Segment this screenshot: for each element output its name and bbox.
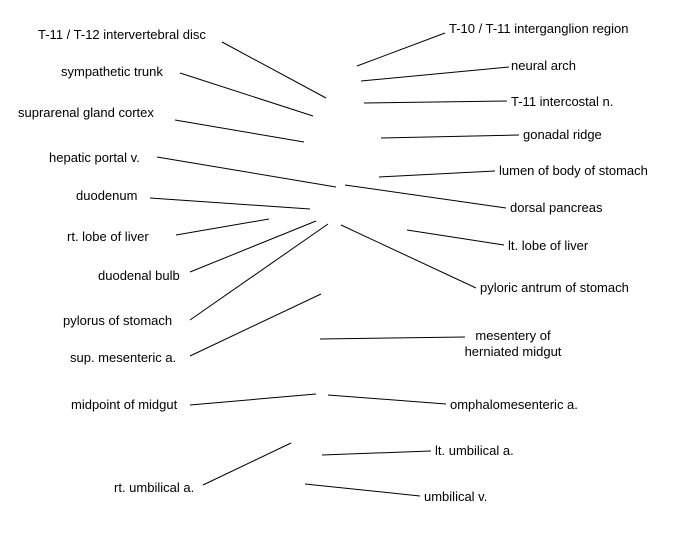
leader-line-rt-lobe-liver (175, 218, 270, 236)
label-hepatic-portal-v: hepatic portal v. (49, 150, 140, 165)
leader-line-hepatic-portal-v (156, 156, 337, 188)
leader-line-midpoint-midgut (189, 393, 317, 406)
label-duodenal-bulb: duodenal bulb (98, 268, 180, 283)
label-midpoint-midgut: midpoint of midgut (71, 397, 178, 412)
label-sympathetic-trunk: sympathetic trunk (61, 64, 163, 79)
label-rt-umbilical-a: rt. umbilical a. (114, 480, 195, 495)
label-suprarenal-cortex: suprarenal gland cortex (18, 105, 154, 120)
label-pyloric-antrum: pyloric antrum of stomach (480, 280, 629, 295)
label-gonadal-ridge: gonadal ridge (523, 127, 602, 142)
label-dorsal-pancreas: dorsal pancreas (510, 200, 603, 215)
label-umbilical-v: umbilical v. (424, 489, 488, 504)
label-t11-t12-disc: T-11 / T-12 intervertebral disc (38, 27, 206, 42)
label-lumen-body-stomach: lumen of body of stomach (499, 163, 648, 178)
leader-line-sup-mesenteric-a (189, 293, 322, 357)
leader-line-sympathetic-trunk (179, 72, 314, 117)
leader-line-omphalomesenteric-a (327, 394, 447, 405)
label-sup-mesenteric-a: sup. mesenteric a. (70, 350, 177, 365)
leader-line-lt-umbilical-a (321, 450, 432, 456)
leader-line-dorsal-pancreas (344, 184, 507, 209)
leader-line-duodenum (149, 197, 311, 210)
label-duodenum: duodenum (76, 188, 138, 203)
leader-line-gonadal-ridge (380, 134, 520, 139)
label-lt-umbilical-a: lt. umbilical a. (435, 443, 514, 458)
label-neural-arch: neural arch (511, 58, 577, 73)
label-omphalomesenteric-a: omphalomesenteric a. (450, 397, 578, 412)
label-t10-t11-interganglion: T-10 / T-11 interganglion region (449, 21, 629, 36)
leader-line-t11-t12-disc (221, 41, 327, 99)
leader-line-umbilical-v (304, 483, 421, 497)
label-lt-lobe-liver: lt. lobe of liver (508, 238, 589, 253)
leader-line-lt-lobe-liver (406, 229, 505, 246)
label-rt-lobe-liver: rt. lobe of liver (67, 229, 149, 244)
leader-line-pyloric-antrum (340, 224, 477, 289)
leader-line-t10-t11-interganglion (356, 32, 446, 67)
leader-line-duodenal-bulb (189, 220, 317, 273)
label-mesentery-herniated: mesentery of herniated midgut (433, 328, 593, 360)
leader-line-pylorus (189, 223, 329, 321)
label-pylorus: pylorus of stomach (63, 313, 173, 328)
leader-line-lumen-body-stomach (378, 170, 496, 178)
label-t11-intercostal-n: T-11 intercostal n. (511, 94, 614, 109)
leader-line-mesentery-herniated (319, 336, 466, 340)
leader-line-neural-arch (360, 66, 510, 82)
leader-line-rt-umbilical-a (202, 442, 292, 486)
leader-line-t11-intercostal-n (363, 100, 508, 104)
label-mesentery-herniated-line1: mesentery of (475, 328, 551, 343)
leader-line-suprarenal-cortex (174, 119, 305, 143)
label-mesentery-herniated-line2: herniated midgut (464, 344, 562, 359)
